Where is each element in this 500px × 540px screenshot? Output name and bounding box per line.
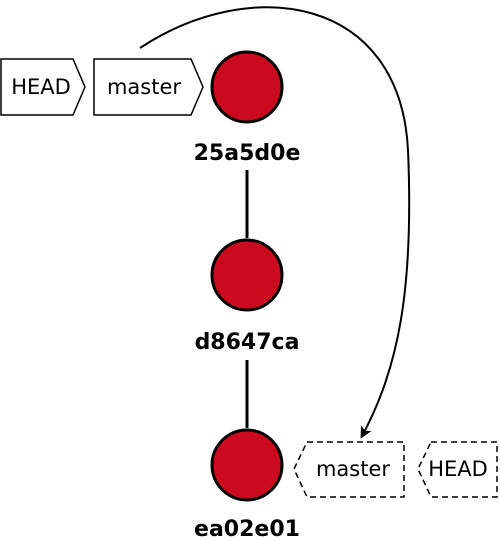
commit-circle bbox=[210, 428, 284, 502]
ref-label: HEAD bbox=[11, 75, 71, 99]
move-arrow bbox=[139, 6, 411, 439]
commit-node: d8647ca bbox=[195, 238, 300, 355]
commit-node: 25a5d0e bbox=[194, 50, 301, 166]
ref-label: HEAD bbox=[428, 457, 488, 481]
commit-id-label: 25a5d0e bbox=[194, 141, 301, 166]
commit-id-label: d8647ca bbox=[195, 330, 300, 355]
master-ref-before: master bbox=[93, 58, 204, 116]
ref-tag-shape bbox=[0, 58, 86, 116]
head-ref-before: HEAD bbox=[0, 58, 86, 116]
commit-circle bbox=[210, 50, 284, 124]
commit-id-label: ea02e01 bbox=[194, 517, 300, 540]
head-ref-after: HEAD bbox=[417, 441, 498, 498]
ref-tag-shape bbox=[417, 441, 498, 498]
ref-tag-shape bbox=[293, 441, 405, 498]
ref-label: master bbox=[316, 457, 390, 481]
ref-tag-shape bbox=[93, 58, 204, 116]
commit-node: ea02e01 bbox=[194, 428, 300, 540]
commit-circle bbox=[210, 238, 284, 312]
ref-label: master bbox=[107, 75, 181, 99]
master-ref-after: master bbox=[293, 441, 405, 498]
